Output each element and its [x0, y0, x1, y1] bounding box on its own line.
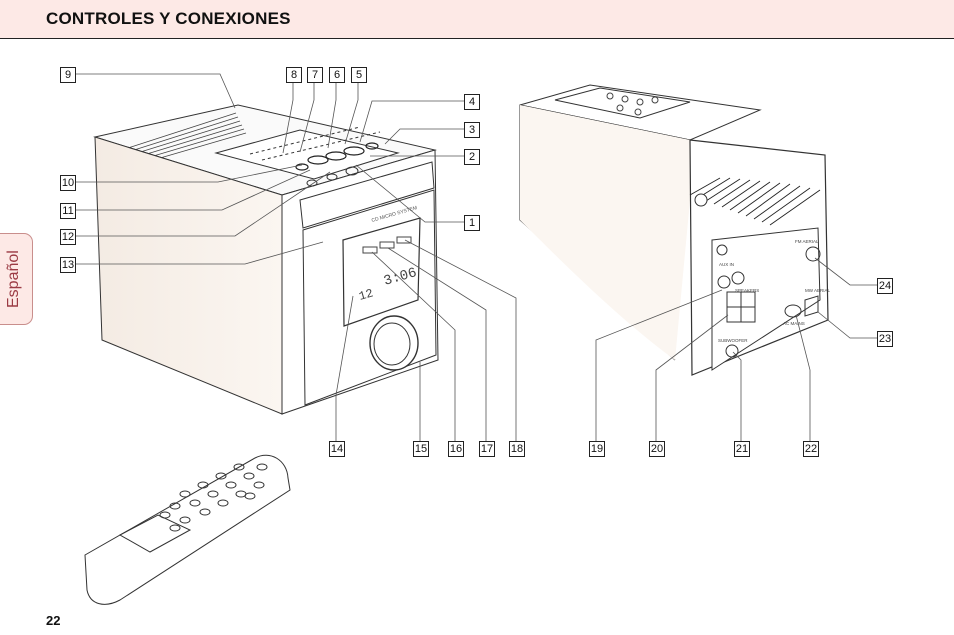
- callout-15: 15: [413, 441, 429, 457]
- page-title: CONTROLES Y CONEXIONES: [46, 9, 291, 28]
- callout-7: 7: [307, 67, 323, 83]
- callout-20: 20: [649, 441, 665, 457]
- rear-unit: [519, 84, 829, 376]
- callout-8: 8: [286, 67, 302, 83]
- language-tab: Español: [0, 233, 33, 325]
- page-header: CONTROLES Y CONEXIONES: [0, 0, 954, 39]
- callout-19: 19: [589, 441, 605, 457]
- callout-21: 21: [734, 441, 750, 457]
- front-unit: [93, 104, 439, 415]
- remote-control: [84, 454, 291, 605]
- callout-4: 4: [464, 94, 480, 110]
- callout-10: 10: [60, 175, 76, 191]
- callout-17: 17: [479, 441, 495, 457]
- subwoofer-label: SUBWOOFER: [718, 338, 748, 343]
- ac-mains-label: AC MAINS: [783, 321, 805, 326]
- callout-6: 6: [329, 67, 345, 83]
- display-track: 12: [357, 286, 375, 303]
- page-number: 22: [46, 613, 61, 628]
- callout-2: 2: [464, 149, 480, 165]
- fm-aerial-label: FM AERIAL: [795, 239, 819, 244]
- callout-9: 9: [60, 67, 76, 83]
- callout-24: 24: [877, 278, 893, 294]
- callout-12: 12: [60, 229, 76, 245]
- callout-1: 1: [464, 215, 480, 231]
- leader-lines: [75, 73, 877, 443]
- callout-5: 5: [351, 67, 367, 83]
- speakers-label: SPEAKERS: [735, 288, 759, 293]
- callout-13: 13: [60, 257, 76, 273]
- callout-3: 3: [464, 122, 480, 138]
- mw-aerial-label: MW AERIAL: [805, 288, 831, 293]
- callout-11: 11: [60, 203, 76, 219]
- callout-18: 18: [509, 441, 525, 457]
- callout-16: 16: [448, 441, 464, 457]
- callout-23: 23: [877, 331, 893, 347]
- callout-14: 14: [329, 441, 345, 457]
- aux-in-label: AUX IN: [719, 262, 734, 267]
- callout-22: 22: [803, 441, 819, 457]
